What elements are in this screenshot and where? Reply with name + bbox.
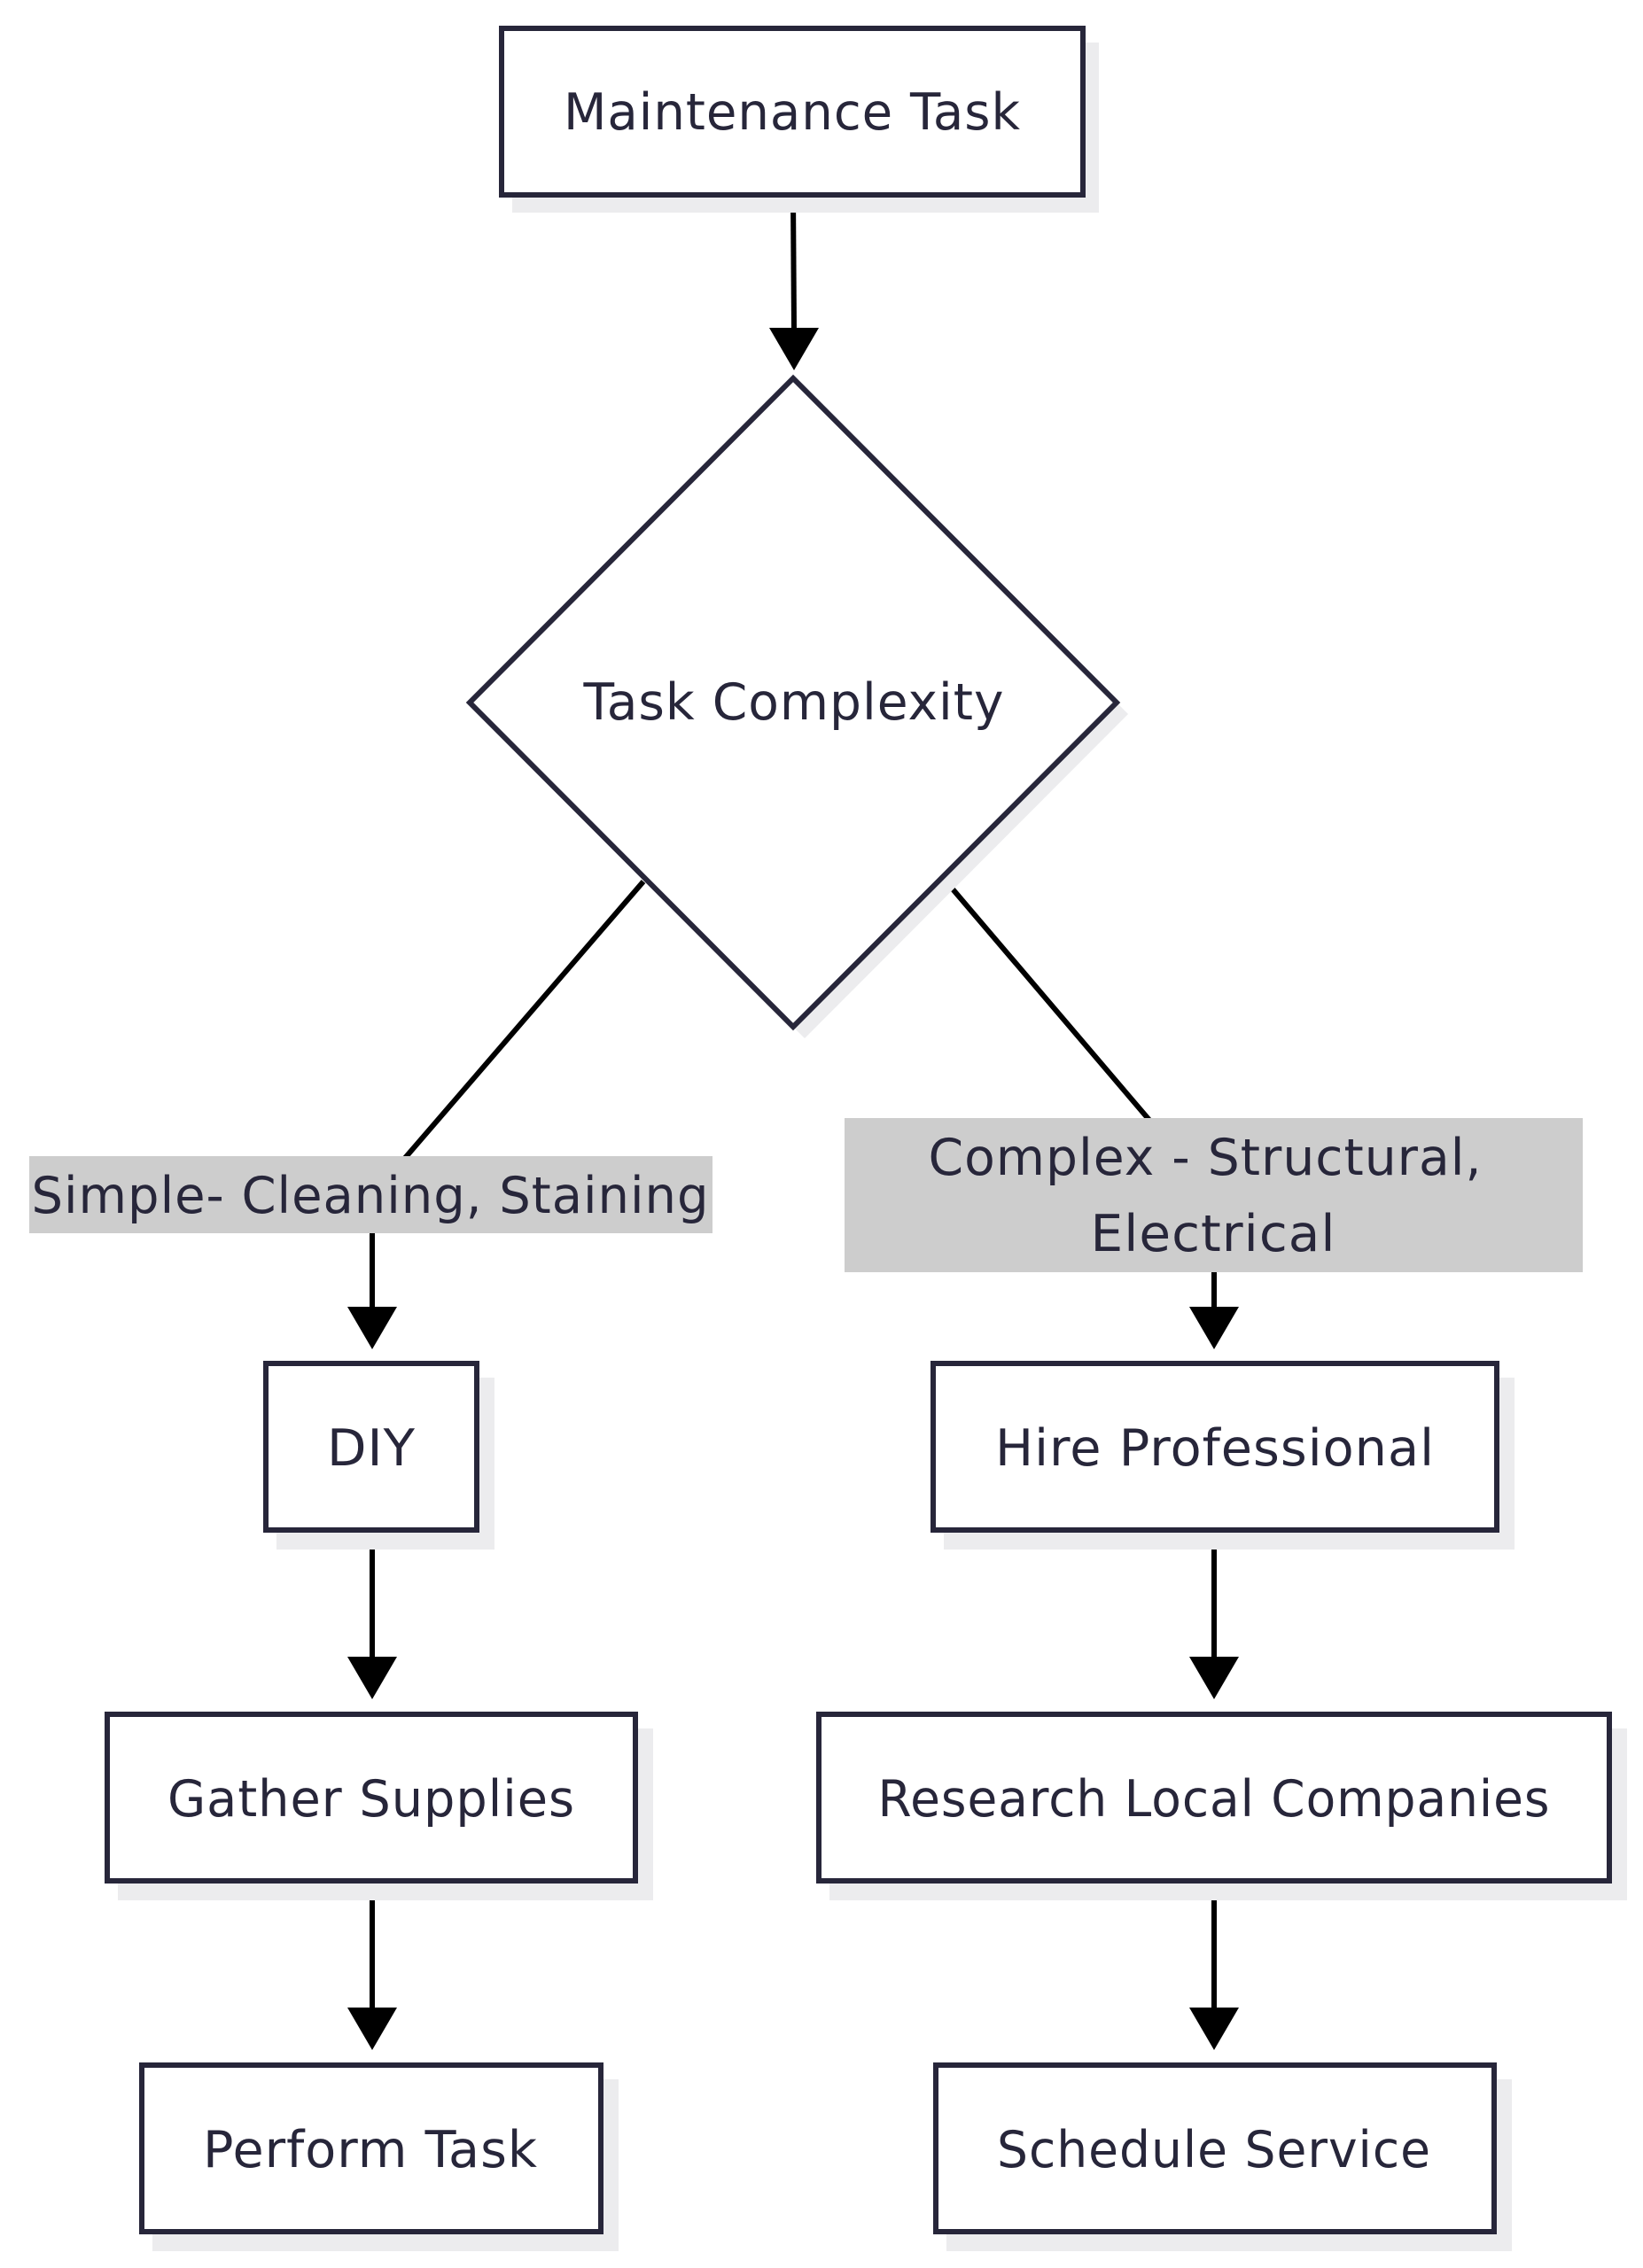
node-maintenance-task-label: Maintenance Task (564, 83, 1021, 142)
arrowhead-research (1189, 1657, 1239, 1699)
node-gather-supplies-label: Gather Supplies (167, 1770, 575, 1829)
node-diy: DIY (263, 1361, 494, 1550)
edge-label-complex: Complex - Structural, Electrical (845, 1118, 1583, 1272)
node-task-complexity-diamond (465, 374, 1121, 1031)
edge-label-simple-text: Simple- Cleaning, Staining (32, 1167, 710, 1225)
node-perform-task-label: Perform Task (203, 2121, 538, 2179)
arrowhead-schedule (1189, 2008, 1239, 2050)
node-research-local-companies-box (816, 1712, 1612, 1884)
node-task-complexity: Task Complexity (465, 374, 1128, 1038)
node-schedule-service-label: Schedule Service (997, 2121, 1431, 2179)
edge-label-complex-text-line2: Electrical (1091, 1205, 1336, 1263)
node-maintenance-task-box (499, 26, 1086, 198)
arrowhead-gather (347, 1657, 397, 1699)
node-perform-task: Perform Task (139, 2062, 619, 2251)
arrowhead-perform (347, 2008, 397, 2050)
edge-label-simple-background (29, 1156, 712, 1233)
edge-label-complex-background (845, 1118, 1583, 1272)
node-hire-professional-box (931, 1361, 1499, 1533)
node-gather-supplies: Gather Supplies (105, 1712, 653, 1900)
node-maintenance-task: Maintenance Task (499, 26, 1099, 213)
edge-maintenance-to-complexity (790, 194, 797, 330)
node-hire-professional-label: Hire Professional (995, 1419, 1435, 1478)
node-diy-box (263, 1361, 479, 1533)
edge-label-complex-text-line1: Complex - Structural, (929, 1129, 1483, 1187)
arrowhead-complexity (769, 328, 819, 370)
node-perform-task-box (139, 2062, 603, 2234)
arrowhead-diy (347, 1307, 397, 1349)
arrowhead-hire (1189, 1307, 1239, 1349)
node-hire-professional: Hire Professional (931, 1361, 1515, 1550)
edge-label-simple: Simple- Cleaning, Staining (29, 1156, 712, 1233)
node-schedule-service-box (933, 2062, 1497, 2234)
node-task-complexity-label: Task Complexity (583, 673, 1005, 732)
node-research-local-companies: Research Local Companies (816, 1712, 1627, 1900)
node-schedule-service: Schedule Service (933, 2062, 1512, 2251)
node-gather-supplies-box (105, 1712, 638, 1884)
node-diy-label: DIY (327, 1419, 416, 1478)
node-research-local-companies-label: Research Local Companies (878, 1770, 1551, 1829)
edge-complexity-to-diy (370, 880, 646, 1308)
